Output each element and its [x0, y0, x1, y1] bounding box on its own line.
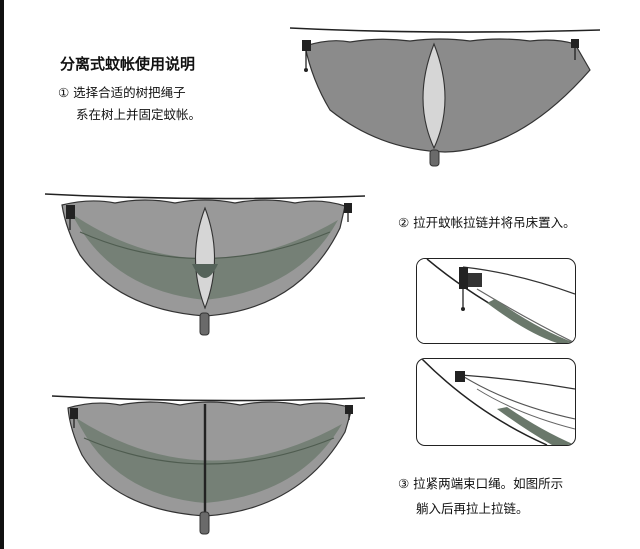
step-2-text: ② 拉开蚊帐拉链并将吊床置入。	[398, 215, 576, 230]
step-3-line-2: 躺入后再拉上拉链。	[416, 501, 529, 516]
page-title: 分离式蚊帐使用说明	[60, 55, 196, 73]
detail-panel-knot-2	[416, 358, 576, 446]
figure-1-mosquito-net	[289, 27, 601, 167]
left-border	[0, 0, 4, 549]
step-3-line-1: ③ 拉紧两端束口绳。如图所示	[398, 476, 564, 491]
step-1-line-2: 系在树上并固定蚊帐。	[76, 107, 202, 122]
figure-3-net-closed	[51, 395, 366, 535]
detail-panel-knot-1	[416, 258, 576, 344]
step-1-line-1: ① 选择合适的树把绳子	[58, 85, 186, 100]
figure-2-net-with-hammock	[44, 193, 366, 336]
